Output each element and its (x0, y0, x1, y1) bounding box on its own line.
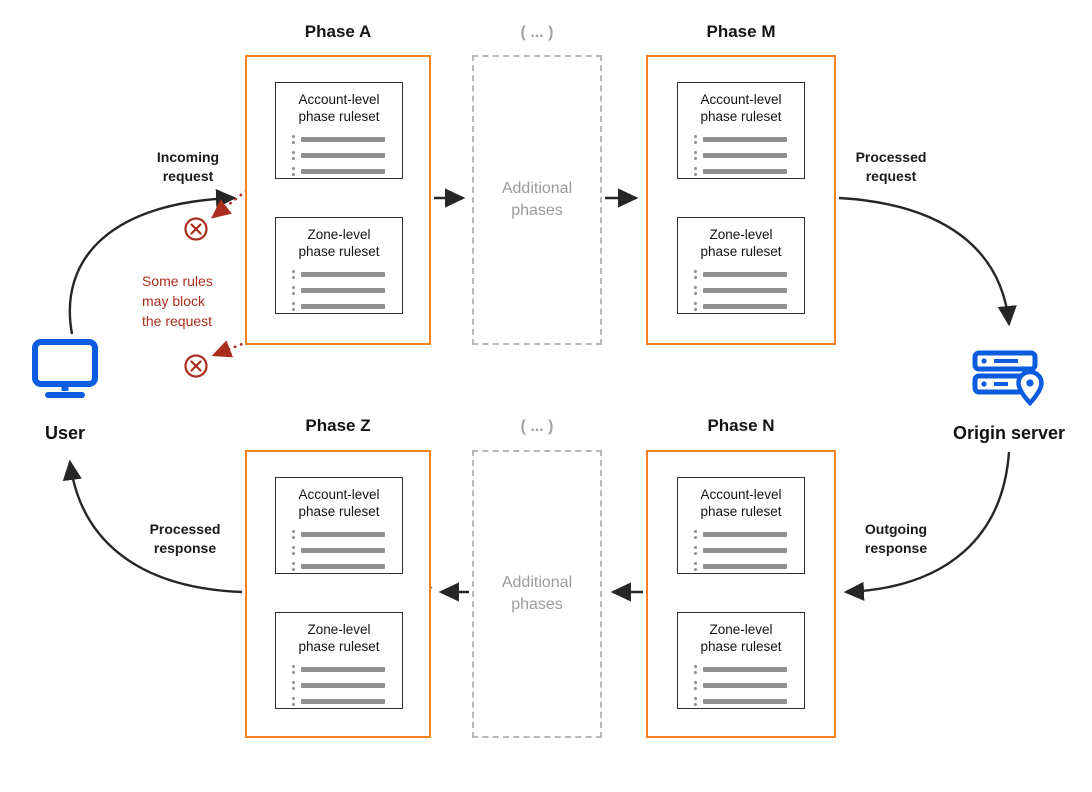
phase-n-title: Phase N (707, 416, 775, 435)
phase-m-title: Phase M (706, 22, 776, 41)
ruleset-card-title: Account-level phase ruleset (700, 92, 782, 124)
phase-n-zone-ruleset-card: Zone-level phase ruleset (677, 612, 805, 709)
blocked-request-icon-bottom (183, 353, 209, 384)
processed-request-label: Processed request (855, 149, 927, 184)
ruleset-card-title: Zone-level phase ruleset (298, 622, 380, 654)
arrow-phase-m-to-origin (838, 196, 1017, 327)
additional-phases-label: Additional phases (501, 180, 573, 219)
phase-z-account-ruleset-card: Account-level phase ruleset (275, 477, 403, 574)
origin-server-label: Origin server (952, 423, 1066, 443)
ruleset-lines (292, 134, 402, 176)
additional-phases-ellipsis-bottom: ( ... ) (520, 418, 554, 435)
ruleset-card-title: Account-level phase ruleset (298, 92, 380, 124)
ruleset-lines (292, 664, 402, 706)
phase-m-zone-ruleset-card: Zone-level phase ruleset (677, 217, 805, 314)
ruleset-lines (694, 529, 804, 571)
location-pin-icon (1016, 369, 1044, 407)
ruleset-lines (694, 269, 804, 311)
ruleset-card-title: Zone-level phase ruleset (700, 227, 782, 259)
phase-m-account-ruleset-card: Account-level phase ruleset (677, 82, 805, 179)
ruleset-card-title: Account-level phase ruleset (298, 487, 380, 519)
ruleset-card-title: Account-level phase ruleset (700, 487, 782, 519)
phase-n-account-ruleset-card: Account-level phase ruleset (677, 477, 805, 574)
blocked-request-icon-top (183, 216, 209, 247)
phase-z-zone-ruleset-card: Zone-level phase ruleset (275, 612, 403, 709)
additional-phases-label: Additional phases (501, 574, 573, 613)
block-warning-note: Some rules may block the request (142, 273, 213, 329)
ruleset-lines (694, 134, 804, 176)
origin-server-icon (972, 350, 1048, 417)
phase-z-title: Phase Z (305, 416, 371, 435)
phase-a-zone-ruleset-card: Zone-level phase ruleset (275, 217, 403, 314)
processed-response-label: Processed response (149, 521, 221, 556)
ruleset-lines (292, 269, 402, 311)
user-monitor-icon (31, 338, 99, 405)
additional-phases-ellipsis-top: ( ... ) (520, 24, 554, 41)
phase-a-title: Phase A (304, 22, 372, 41)
additional-phases-box-bottom: Additional phases (472, 450, 602, 738)
outgoing-response-label: Outgoing response (864, 521, 928, 556)
ruleset-card-title: Zone-level phase ruleset (700, 622, 782, 654)
user-label: User (44, 423, 86, 443)
ruleset-lines (694, 664, 804, 706)
ruleset-lines (292, 529, 402, 571)
phase-a-account-ruleset-card: Account-level phase ruleset (275, 82, 403, 179)
incoming-request-label: Incoming request (156, 149, 220, 184)
additional-phases-box-top: Additional phases (472, 55, 602, 345)
ruleset-card-title: Zone-level phase ruleset (298, 227, 380, 259)
